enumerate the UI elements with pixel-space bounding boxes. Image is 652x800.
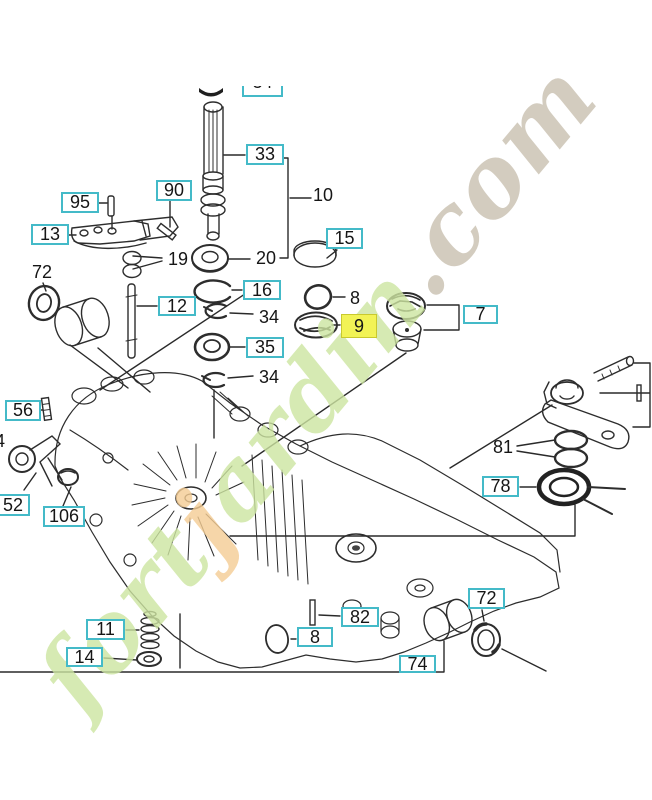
callout-label: 35 <box>254 337 276 357</box>
callout-16[interactable]: 16 <box>243 280 281 300</box>
callout-label: 15 <box>334 228 355 248</box>
callout-label: 95 <box>69 192 91 212</box>
callout-81: 81 <box>488 436 518 458</box>
callout-label: 19 <box>167 248 189 269</box>
input-shaft-drawing <box>199 88 226 241</box>
callout-label: 52 <box>2 494 24 515</box>
callout-label: 90 <box>163 180 185 200</box>
callout-label: 34 <box>252 86 272 92</box>
callout-11[interactable]: 11 <box>86 619 125 640</box>
callout-label: 14 <box>74 646 95 667</box>
callout-label: 82 <box>349 606 371 627</box>
callout-78[interactable]: 78 <box>482 476 519 497</box>
callout-34: 34 <box>254 366 284 388</box>
callout-label: 11 <box>96 619 115 639</box>
callout-label: 7 <box>475 304 486 324</box>
callout-34-partial[interactable]: 34 <box>242 86 283 97</box>
callout-13[interactable]: 13 <box>31 224 69 245</box>
callout-33[interactable]: 33 <box>246 144 284 165</box>
callout-label: 72 <box>476 588 497 608</box>
callout-label: 34 <box>258 306 280 327</box>
callout-label: 8 <box>349 287 360 308</box>
callout-8: 8 <box>346 287 364 309</box>
callout-label: 72 <box>31 261 53 282</box>
callout-72[interactable]: 72 <box>468 588 505 609</box>
callout-label: 9 <box>353 315 364 336</box>
leader-lines <box>0 154 651 673</box>
callout-10: 10 <box>306 184 340 206</box>
bearing-stack-drawing <box>122 244 232 389</box>
callout-7[interactable]: 7 <box>463 305 498 324</box>
bottom-parts-drawing <box>136 598 501 667</box>
callout-4: 4 <box>0 430 9 452</box>
callout-label: 56 <box>12 400 34 420</box>
callout-72: 72 <box>26 261 58 283</box>
callout-label: 74 <box>407 655 428 673</box>
callout-34: 34 <box>254 306 284 328</box>
callout-label: 13 <box>39 224 61 244</box>
callout-35[interactable]: 35 <box>246 337 284 358</box>
callout-106[interactable]: 106 <box>43 506 85 527</box>
callout-20: 20 <box>251 247 281 269</box>
callout-label: 34 <box>258 366 280 387</box>
caps-and-plugs-drawing <box>293 240 426 352</box>
callout-label: 8 <box>309 626 320 647</box>
callout-14[interactable]: 14 <box>66 647 103 667</box>
callout-label: 16 <box>251 279 273 300</box>
callout-label: 106 <box>48 506 80 526</box>
brake-lever-drawing <box>70 195 179 250</box>
callout-82[interactable]: 82 <box>341 607 379 627</box>
callout-8[interactable]: 8 <box>297 627 333 647</box>
callout-label: 20 <box>255 247 277 268</box>
callout-74-partial[interactable]: 74 <box>399 655 436 673</box>
callout-95[interactable]: 95 <box>61 192 99 213</box>
callout-label: 33 <box>254 144 276 164</box>
callout-label: 4 <box>0 431 5 451</box>
callout-9[interactable]: 9 <box>341 314 377 338</box>
fan-fins <box>131 443 245 561</box>
callout-19: 19 <box>164 248 192 270</box>
callout-label: 12 <box>166 295 188 316</box>
callout-15[interactable]: 15 <box>326 228 363 249</box>
transaxle-casing-drawing <box>54 369 561 669</box>
control-lever-drawing <box>536 355 642 515</box>
callout-12[interactable]: 12 <box>158 296 196 316</box>
callout-label: 10 <box>312 184 334 205</box>
callout-90[interactable]: 90 <box>156 180 192 201</box>
callout-56[interactable]: 56 <box>5 400 41 421</box>
callout-label: 81 <box>492 436 514 457</box>
callout-label: 78 <box>490 476 511 496</box>
callout-52[interactable]: 52 <box>0 494 30 516</box>
